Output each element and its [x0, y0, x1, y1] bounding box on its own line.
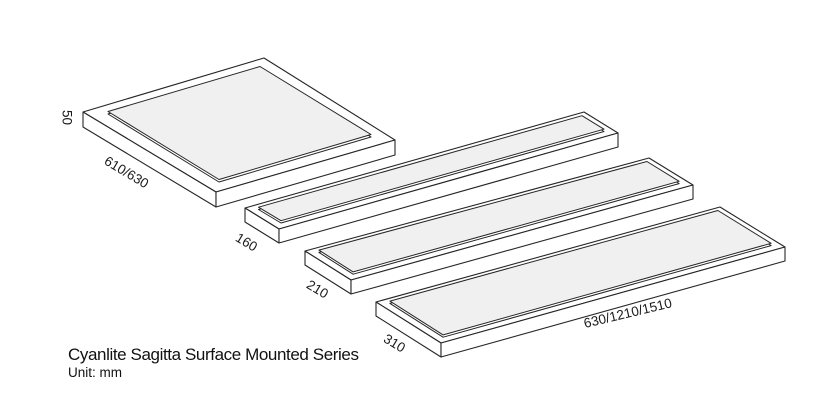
dim-label-strip-width-310: 310 — [381, 331, 408, 355]
dim-label-square-height: 50 — [59, 110, 74, 125]
square-panel-front-face — [215, 139, 396, 208]
strip-panel-310 — [375, 206, 786, 358]
strip-panel-160 — [244, 111, 619, 244]
strip-310-front-face — [440, 246, 786, 358]
strip-panel-210 — [304, 157, 694, 295]
square-panel — [82, 57, 396, 208]
unit-note: Unit: mm — [68, 365, 122, 380]
dim-label-strip-width-210: 210 — [304, 277, 331, 301]
series-title: Cyanlite Sagitta Surface Mounted Series — [68, 345, 359, 364]
strip-210-diffuser — [318, 161, 680, 273]
dim-label-strip-width-160: 160 — [233, 230, 260, 254]
strip-310-diffuser — [389, 210, 772, 336]
strip-160-diffuser — [258, 115, 605, 222]
square-panel-diffuser — [107, 66, 372, 180]
strip-210-front-face — [350, 184, 694, 295]
strip-160-front-face — [278, 132, 619, 244]
